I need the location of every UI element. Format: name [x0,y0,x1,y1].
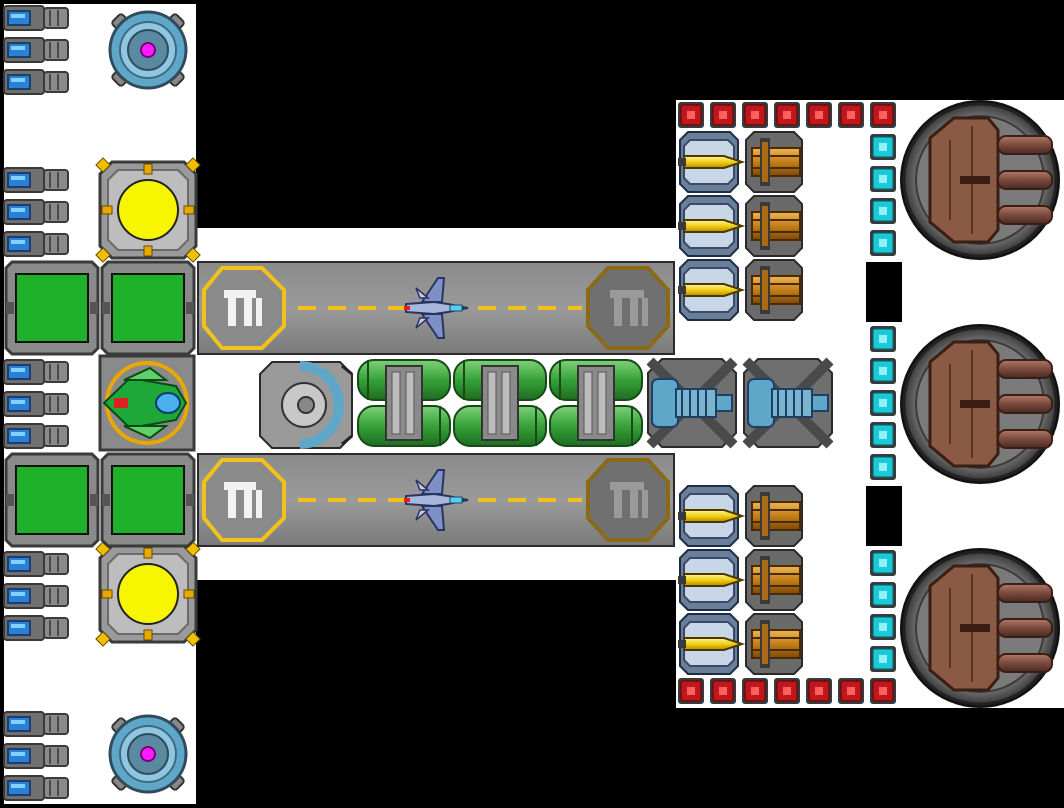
reactor-icon[interactable] [94,156,202,264]
energy-cannon-icon[interactable] [677,195,743,257]
missile-launcher-icon[interactable] [745,613,803,675]
cryo-pod-icon[interactable] [648,359,736,447]
hangar-icon[interactable] [196,452,676,548]
heavy-turret-icon[interactable] [898,546,1062,710]
energy-cannon-icon[interactable] [677,485,743,547]
cryo-pod-icon[interactable] [744,359,832,447]
thruster-stack[interactable] [4,360,68,448]
energy-cannon-icon[interactable] [677,259,743,321]
shield-projector-icon[interactable] [108,10,188,90]
cargo-bay-icon[interactable] [100,452,196,548]
hangar-icon[interactable] [196,260,676,356]
energy-cannon-icon[interactable] [677,549,743,611]
heavy-turret-icon[interactable] [898,322,1062,486]
armor-row-bottom [677,677,897,705]
energy-cannon-icon[interactable] [677,613,743,675]
gyro-core-icon[interactable] [259,361,353,449]
cargo-bay-icon[interactable] [4,260,100,356]
hull-gap [866,262,902,546]
reactor-icon[interactable] [94,540,202,648]
thruster-stack[interactable] [4,168,68,256]
missile-launcher-icon[interactable] [745,195,803,257]
missile-launcher-icon[interactable] [745,485,803,547]
armor-row-top [677,101,897,129]
armor-column [869,133,897,673]
heavy-turret-icon[interactable] [898,98,1062,262]
cargo-bay-icon[interactable] [4,452,100,548]
thruster-stack[interactable] [4,6,68,94]
cargo-bay-icon[interactable] [100,260,196,356]
missile-launcher-icon[interactable] [745,131,803,193]
thruster-stack[interactable] [4,712,68,800]
missile-launcher-icon[interactable] [745,549,803,611]
command-pod-icon[interactable] [98,354,196,452]
missile-launcher-icon[interactable] [745,259,803,321]
shield-projector-icon[interactable] [108,714,188,794]
energy-cannon-icon[interactable] [677,131,743,193]
thruster-stack[interactable] [4,552,68,640]
